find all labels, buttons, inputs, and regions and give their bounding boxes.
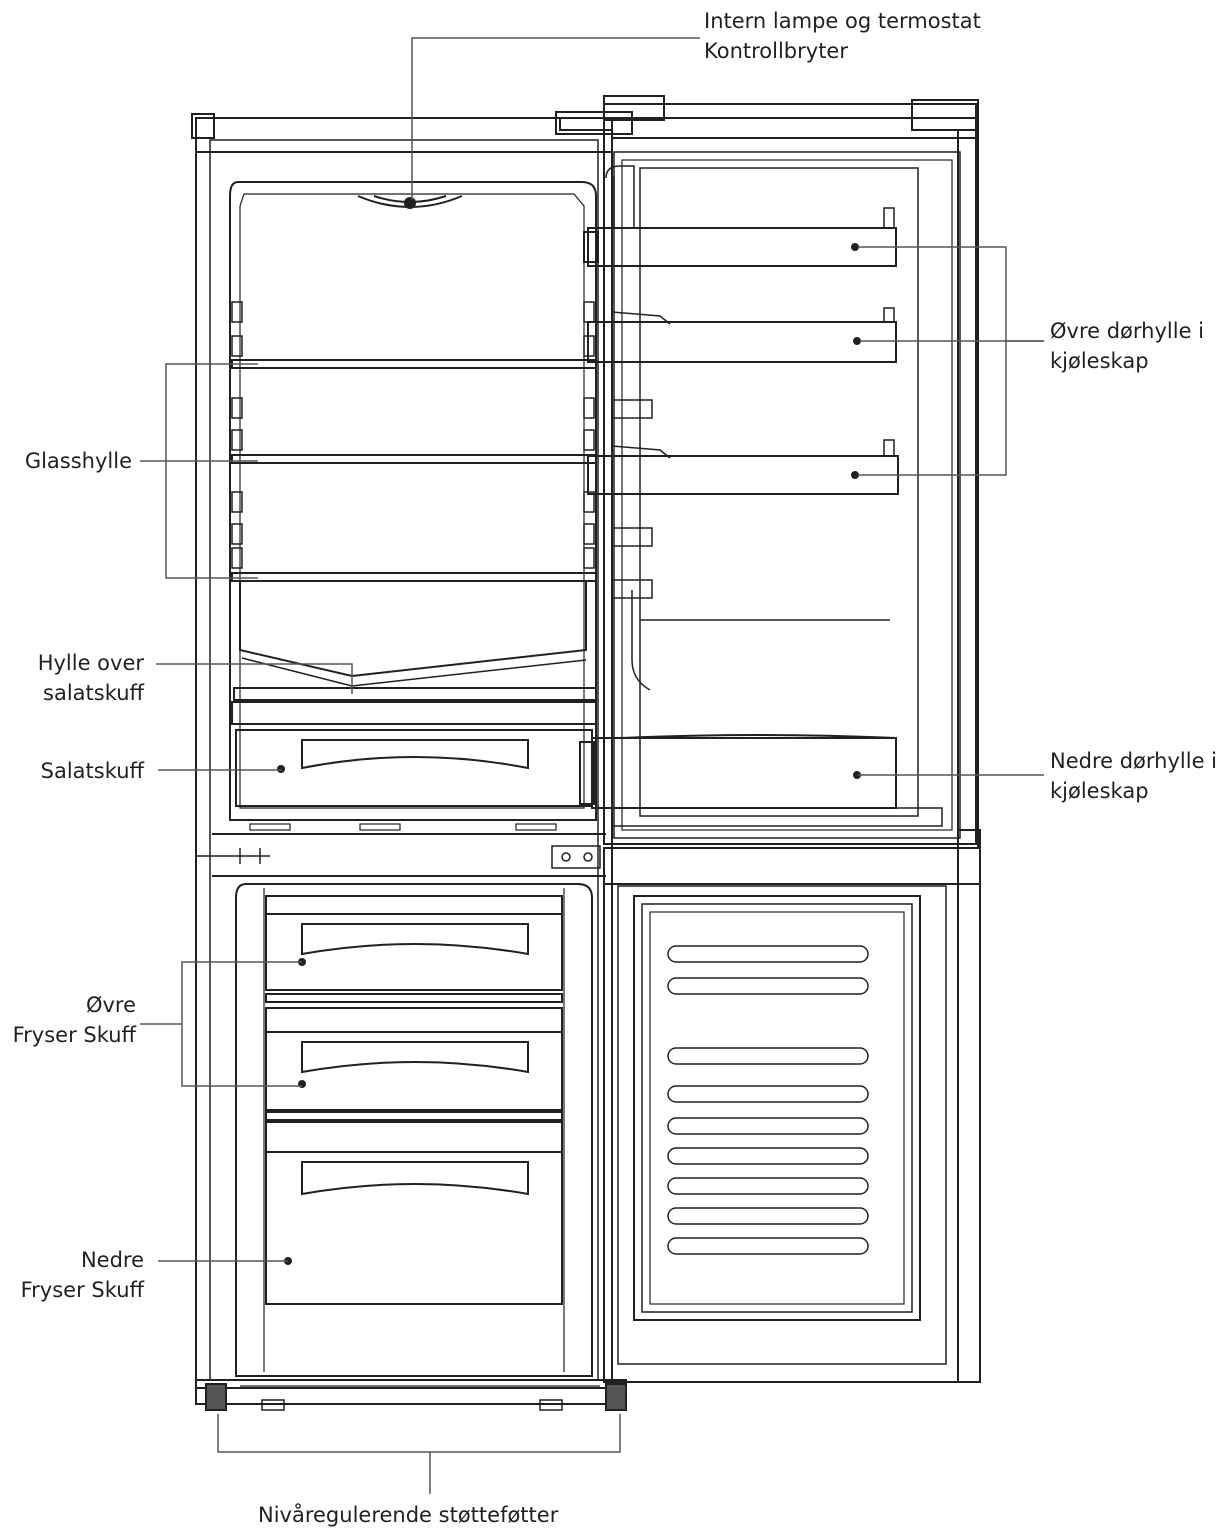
leader-lines [140,37,1044,1494]
glass-shelf-label: Glasshylle [25,446,132,476]
lower-freezer-drawer-label: Nedre Fryser Skuff [21,1245,144,1305]
cabinet [191,111,633,1389]
crisper-shelf-label-line2: salatskuff [43,681,144,705]
glass-shelves [231,359,597,582]
upper-door-shelf-label-line1: Øvre dørhylle i [1050,319,1205,343]
freezer-door [603,829,981,1383]
glass-shelf-label-line1: Glasshylle [24,449,132,473]
lamp-label-line1: Intern lampe og termostat [704,9,981,33]
lower-door-shelf-label-line1: Nedre dørhylle i [1050,749,1218,773]
upper-door-shelf-label-line2: kjøleskap [1050,349,1149,373]
crisper-shelf-label-line1: Hylle over [37,651,144,675]
lower-door-shelf [579,734,943,827]
crisper-label-line1: Salatskuff [40,759,144,783]
lamp-thermostat-label: Intern lampe og termostat Kontrollbryter [704,6,981,66]
door-pegs [611,399,653,599]
lower-freezer-drawer [265,1121,563,1305]
upper-freezer-drawers [265,895,563,1121]
upper-freezer-drawer-label-line2: Fryser Skuff [12,1023,136,1047]
crisper-shelf-label: Hylle over salatskuff [38,648,144,708]
leveling-feet [205,1383,627,1411]
door-inner-panel [631,167,919,817]
leveling-feet-label-line1: Nivåregulerende støtteføtter [258,1503,559,1527]
upper-freezer-drawer-label: Øvre Fryser Skuff [13,990,136,1050]
fridge-liner [229,181,597,821]
crisper-cover-shelf [233,582,597,701]
freezer-liner [235,883,593,1377]
crisper-drawer [231,701,597,831]
lower-freezer-drawer-label-line2: Fryser Skuff [20,1278,144,1302]
upper-freezer-drawer-label-line1: Øvre [85,993,136,1017]
plinth [195,1379,627,1411]
lamp-housing [357,195,463,209]
lower-door-shelf-label-line2: kjøleskap [1050,779,1149,803]
evaporator-coils [667,945,869,1255]
crisper-label: Salatskuff [41,756,144,786]
lamp-label-line2: Kontrollbryter [704,39,848,63]
shelf-supports [231,301,595,569]
upper-door-shelves [583,207,899,495]
upper-door-shelf-label: Øvre dørhylle i kjøleskap [1050,316,1204,376]
lower-door-shelf-label: Nedre dørhylle i kjøleskap [1050,746,1217,806]
lower-freezer-drawer-label-line1: Nedre [80,1248,144,1272]
leveling-feet-label: Nivåregulerende støtteføtter [258,1500,558,1530]
compartment-divider [196,833,606,877]
